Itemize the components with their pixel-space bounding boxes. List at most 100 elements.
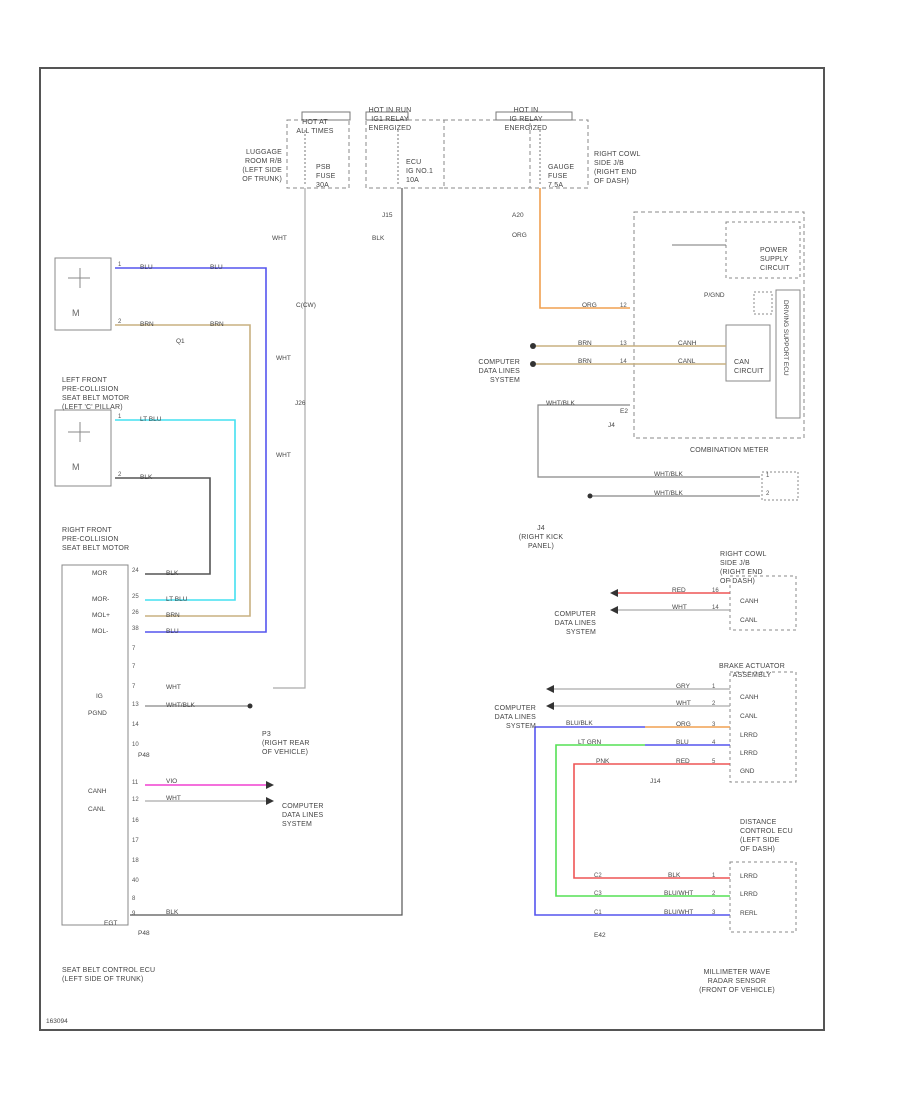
arrow-icon xyxy=(546,685,554,693)
wire-label-blublk-ba: BLU/BLK xyxy=(566,720,593,727)
ecu-pin-mol-minus: MOL- xyxy=(92,628,109,635)
cowl-pin-canl: CANL xyxy=(740,617,758,624)
motor-symbol-m: M xyxy=(72,462,80,472)
connector-j26: J26 xyxy=(295,400,306,407)
ba-pin-canh: CANH xyxy=(740,694,759,701)
j4-connector-box xyxy=(761,471,799,501)
wire-label-vio: VIO xyxy=(166,778,178,785)
connector-q1: Q1 xyxy=(176,338,185,345)
seat-belt-ecu-label: SEAT BELT CONTROL ECU(LEFT SIDE OF TRUNK… xyxy=(62,967,156,983)
wire-org-meter xyxy=(539,188,630,309)
right-motor-box xyxy=(54,409,112,487)
meter-pin-canh: CANH xyxy=(678,340,697,347)
motor-symbol-m: M xyxy=(72,308,80,318)
wire-label-org-cm: ORG xyxy=(582,302,597,309)
connection-dot xyxy=(587,493,593,499)
wire-ltblu-right xyxy=(115,419,236,601)
wire-label-bluwht-mm: BLU/WHT xyxy=(664,890,694,897)
combination-meter-box xyxy=(633,211,805,439)
connector-e42: E42 xyxy=(594,932,606,939)
pin-7c: 7 xyxy=(132,684,136,690)
pin-mm-3: 3 xyxy=(712,910,716,916)
wire-blu-left xyxy=(115,267,267,633)
wire-label-blk-mm: BLK xyxy=(668,872,681,879)
arrow-icon xyxy=(266,797,274,805)
wire-label-red-cowl: RED xyxy=(672,587,686,594)
wire-label-ltblu-s: LT BLU xyxy=(166,596,188,603)
pin-j4-1: 1 xyxy=(766,473,770,479)
pin-ba-3: 3 xyxy=(712,722,716,728)
wire-blk-egt xyxy=(130,188,403,916)
connector-j14: J14 xyxy=(650,778,661,785)
wire-label-blu2-ba: BLU xyxy=(676,739,689,746)
pgnd-box xyxy=(753,291,773,315)
wire-label-gry-ba: GRY xyxy=(676,683,690,690)
meter-side-label: DRIVING SUPPORT ECU xyxy=(782,300,789,376)
wire-label-blk-bot: BLK xyxy=(166,909,179,916)
ecu-pin-canh: CANH xyxy=(88,788,107,795)
pin-cm-12: 12 xyxy=(620,303,627,309)
wire-label-org: ORG xyxy=(512,232,527,239)
ground-point-p3 xyxy=(247,703,253,709)
cowl-pin-canh: CANH xyxy=(740,598,759,605)
pin-cm-14: 14 xyxy=(620,359,627,365)
fuse-icon xyxy=(365,111,409,121)
footer-id: 163094 xyxy=(46,1018,68,1025)
wire-label-bluwht-mm2: BLU/WHT xyxy=(664,909,694,916)
connector-p48b: P48 xyxy=(138,930,150,937)
wire-wht-ig xyxy=(273,188,306,689)
pin-7b: 7 xyxy=(132,664,136,670)
pin-r-1: 1 xyxy=(118,414,122,420)
pin-10: 10 xyxy=(132,742,139,748)
mm-pin-lrrd: LRRD xyxy=(740,891,758,898)
wire-label-blk2: BLK xyxy=(140,474,153,481)
wire-blublk-mm xyxy=(534,726,730,916)
wire-label-brn-cm2: BRN xyxy=(578,358,592,365)
wire-ltgrn-mm xyxy=(555,744,730,897)
pin-mm-1: 1 xyxy=(712,873,716,879)
pin-18: 18 xyxy=(132,858,139,864)
wire-brn-left xyxy=(115,324,251,617)
pin-c2: C2 xyxy=(594,873,602,879)
pin-8: 8 xyxy=(132,896,136,902)
mm-pin-gnd: LRRD xyxy=(740,873,758,880)
pin-q1-2: 2 xyxy=(118,319,122,325)
connector-p48: P48 xyxy=(138,752,150,759)
meter-pin-pgnd: P/GND xyxy=(704,292,725,299)
combination-meter-label: COMBINATION METER xyxy=(690,447,769,454)
wire-blk-right xyxy=(115,477,211,575)
wire-label-whtblk-j4a: WHT/BLK xyxy=(654,471,683,478)
connector-e2: E2 xyxy=(620,408,628,415)
pin-24: 24 xyxy=(132,568,139,574)
pin-cw-14: 14 xyxy=(712,605,719,611)
pin-cm-13: 13 xyxy=(620,341,627,347)
wire-label-org-ba: ORG xyxy=(676,721,691,728)
ecu-pin-mor-minus: MOR- xyxy=(92,596,110,603)
pin-c3: C3 xyxy=(594,891,602,897)
connector-j15: J15 xyxy=(382,212,393,219)
connector-a20: A20 xyxy=(512,212,524,219)
connector-j4: J4 xyxy=(608,422,615,429)
wire-label-brn-s: BRN xyxy=(166,612,180,619)
ecu-pin-egt: EGT xyxy=(104,920,118,927)
pin-r-2: 2 xyxy=(118,472,122,478)
arrow-icon xyxy=(610,606,618,614)
pin-ba-5: 5 xyxy=(712,759,716,765)
wire-label-wht-ba: WHT xyxy=(676,700,691,707)
ba-pin-lrr: LRRD xyxy=(740,732,758,739)
pin-38: 38 xyxy=(132,626,139,632)
wire-label-wht-canl: WHT xyxy=(166,795,181,802)
cowl-jb-box xyxy=(729,575,797,631)
mmw-sensor-box xyxy=(729,861,797,933)
pin-12: 12 xyxy=(132,797,139,803)
